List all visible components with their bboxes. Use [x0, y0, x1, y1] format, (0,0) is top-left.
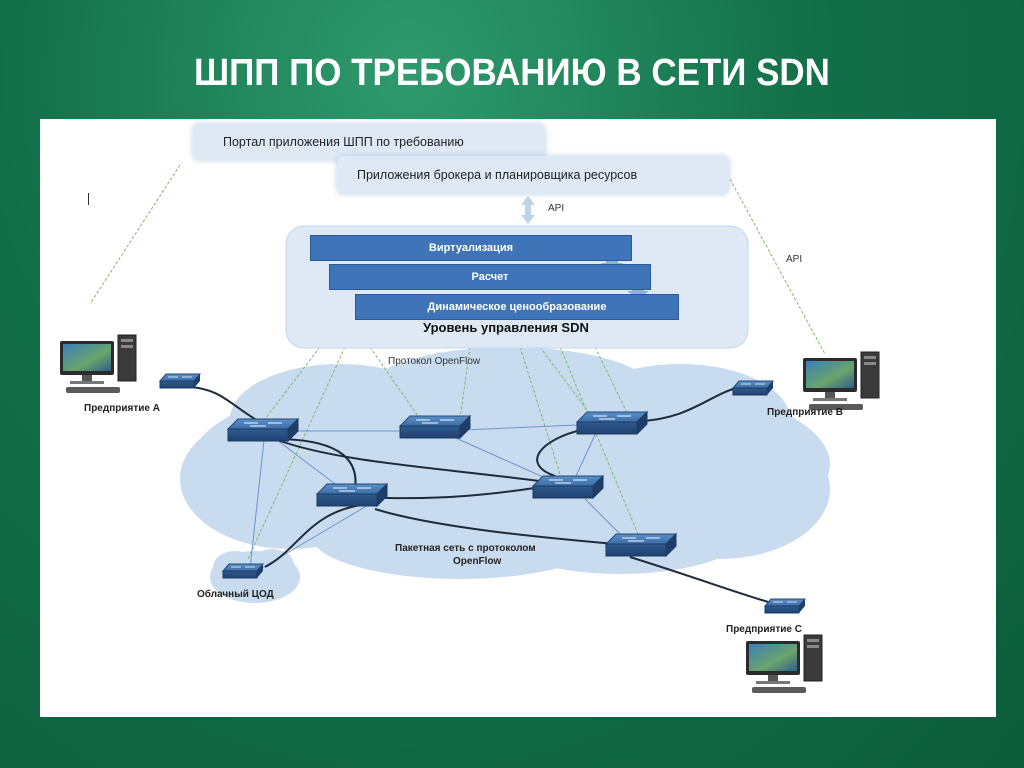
calculation-bar: Расчет — [329, 264, 651, 290]
network-label-line1: Пакетная сеть с протоколом — [395, 543, 536, 554]
enterprise-c-label: Предприятие С — [726, 624, 802, 635]
switch-1 — [227, 418, 299, 442]
enterprise-b-computer-icon — [802, 351, 880, 411]
edge-switch-c — [764, 598, 806, 614]
virtualization-bar: Виртуализация — [310, 235, 632, 261]
dynamic-pricing-bar: Динамическое ценообразование — [355, 294, 679, 320]
switch-3 — [576, 411, 648, 435]
control-layer-title: Уровень управления SDN — [423, 320, 589, 335]
switch-2 — [399, 415, 471, 439]
broker-box: Приложения брокера и планировщика ресурс… — [337, 156, 729, 194]
api-label-right: API — [786, 254, 803, 265]
edge-switch-b — [732, 380, 774, 396]
switch-6 — [605, 533, 677, 557]
edge-switch-a — [159, 373, 201, 389]
slide-title: ШПП ПО ТРЕБОВАНИЮ В СЕТИ SDN — [194, 52, 830, 94]
portal-box: Портал приложения ШПП по требованию — [193, 124, 545, 160]
enterprise-a-label: Предприятие А — [84, 403, 160, 414]
switch-4 — [316, 483, 388, 507]
enterprise-b-label: Предприятие В — [767, 407, 843, 418]
api-double-arrow-icon — [521, 196, 535, 224]
text-cursor-mark — [88, 193, 89, 205]
edge-switch-dc — [222, 563, 264, 579]
openflow-control-lines — [89, 164, 826, 560]
enterprise-c-computer-icon — [745, 634, 823, 694]
network-diagram — [59, 164, 880, 694]
api-label-top: API — [548, 203, 565, 214]
switch-5 — [532, 475, 604, 499]
diagram-canvas: Портал приложения ШПП по требованию Прил… — [40, 119, 996, 717]
network-links-thick — [189, 386, 776, 605]
network-label-line2: OpenFlow — [453, 556, 502, 567]
protocol-label: Протокол OpenFlow — [388, 356, 481, 367]
cloud-dc-label: Облачный ЦОД — [197, 589, 274, 600]
enterprise-a-computer-icon — [59, 334, 137, 394]
